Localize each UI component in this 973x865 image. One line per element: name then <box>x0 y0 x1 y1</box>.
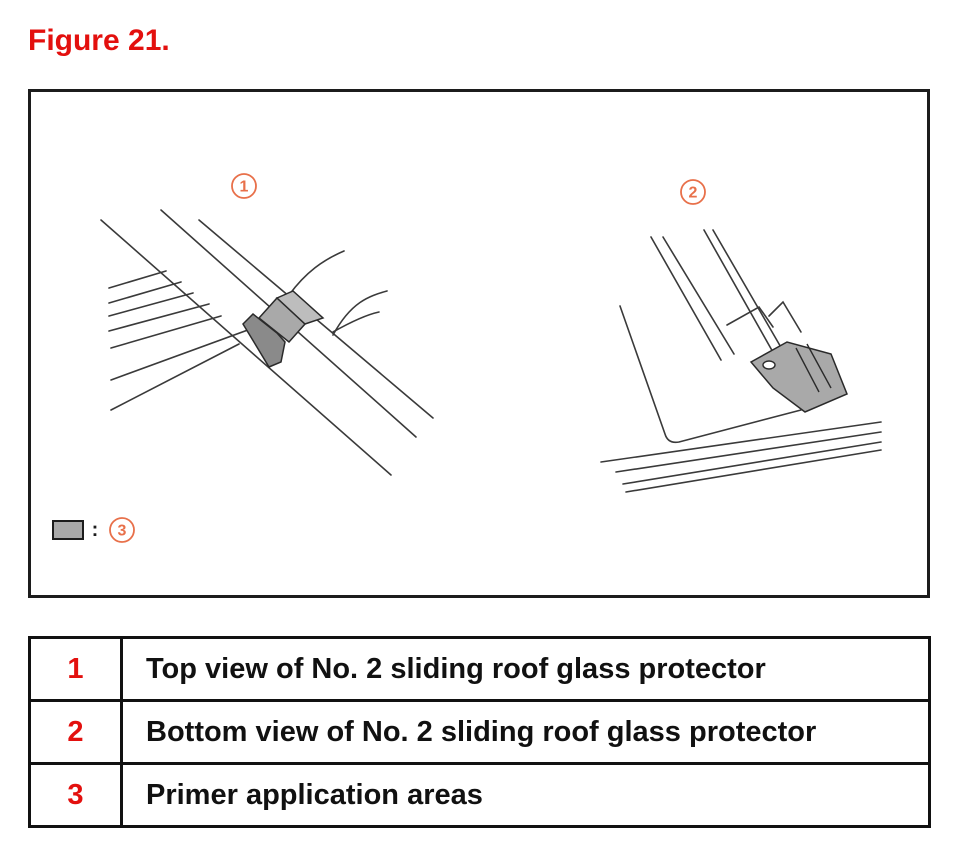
legend-description: Top view of No. 2 sliding roof glass pro… <box>120 636 931 702</box>
legend-separator: : <box>92 519 99 541</box>
primer-area-top-view <box>242 290 325 368</box>
figure-title: Figure 21. <box>28 24 170 57</box>
figure-illustration: 1 2 : <box>28 89 930 598</box>
primer-legend-key: : 3 <box>52 517 135 543</box>
legend-table: 1 Top view of No. 2 sliding roof glass p… <box>28 636 931 828</box>
legend-number: 3 <box>28 762 123 828</box>
bottom-view-drawing <box>600 229 882 493</box>
legend-description: Primer application areas <box>120 762 931 828</box>
table-row: 2 Bottom view of No. 2 sliding roof glas… <box>28 699 931 765</box>
callout-2-label: 2 <box>689 185 698 202</box>
primer-swatch <box>52 520 84 540</box>
callout-2: 2 <box>680 179 706 205</box>
legend-number: 2 <box>28 699 123 765</box>
table-row: 1 Top view of No. 2 sliding roof glass p… <box>28 636 931 702</box>
legend-description: Bottom view of No. 2 sliding roof glass … <box>120 699 931 765</box>
callout-3-label: 3 <box>118 523 127 540</box>
table-row: 3 Primer application areas <box>28 762 931 828</box>
legend-number: 1 <box>28 636 123 702</box>
primer-area-bottom-view <box>749 341 848 413</box>
callout-1-label: 1 <box>240 179 249 196</box>
callout-1: 1 <box>231 173 257 199</box>
illustration-svg: 1 2 : <box>52 173 882 543</box>
